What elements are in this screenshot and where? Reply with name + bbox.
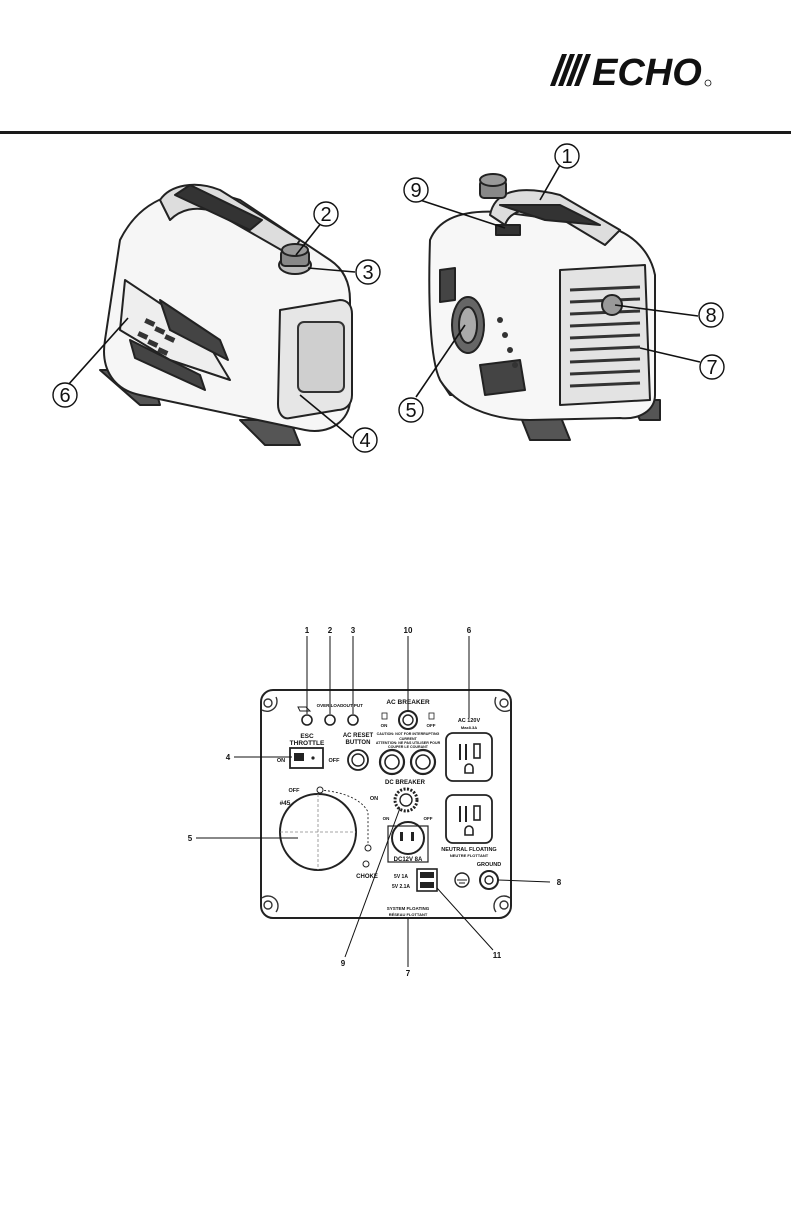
- brand-name: ECHO: [592, 52, 702, 90]
- ac-reset-label-1: AC RESET: [343, 733, 374, 739]
- svg-text:7: 7: [706, 357, 717, 379]
- choke-label: CHOKE: [356, 874, 378, 880]
- panel-callout-11: 11: [493, 951, 502, 960]
- callout-7: 7: [699, 354, 725, 380]
- ac-breaker-off-label: OFF: [427, 723, 436, 728]
- panel-callout-7: 7: [406, 969, 411, 978]
- ac-reset-label-2: BUTTON: [346, 740, 371, 746]
- svg-text:9: 9: [410, 180, 421, 202]
- echo-logo: ECHO: [550, 52, 712, 90]
- callout-2: 2: [313, 201, 339, 227]
- esc-label: ESC: [300, 733, 314, 740]
- callout-5: 5: [398, 397, 424, 423]
- panel-callout-5: 5: [188, 834, 193, 843]
- dc-off-label: OFF: [424, 816, 433, 821]
- neutral-floating-label: NEUTRAL FLOATING: [441, 847, 496, 853]
- ground-label: GROUND: [477, 862, 501, 868]
- figure1-callouts: 1 2 3 4 5 6 7 8 9: [52, 143, 725, 453]
- callout-8: 8: [698, 302, 724, 328]
- ground-terminal[interactable]: [479, 870, 499, 890]
- reseau-flottant-label: RÉSEAU FLOTTANT: [389, 912, 428, 917]
- caution-text-2: CURRENT: [399, 737, 417, 741]
- callout-1: 1: [554, 143, 580, 169]
- choke-on-label: ON: [370, 796, 378, 802]
- ac-120v-label: AC 120V: [458, 718, 481, 724]
- esc-off-label: OFF: [329, 758, 341, 764]
- ac-breaker-on-label: ON: [381, 723, 388, 728]
- generator-exterior-figure: 1 2 3 4 5 6 7 8 9: [52, 143, 725, 453]
- svg-text:8: 8: [705, 305, 716, 327]
- dc-breaker-knob[interactable]: [393, 787, 419, 813]
- parallel-terminal-left[interactable]: [378, 748, 406, 776]
- usb-1a-label: 5V 1A: [394, 874, 408, 880]
- dc-on-label: ON: [383, 816, 390, 821]
- usb-ports[interactable]: [416, 868, 438, 892]
- callout-6: 6: [52, 382, 78, 408]
- ground-symbol-icon: [454, 872, 470, 888]
- panel-callout-10: 10: [404, 626, 413, 635]
- panel-callout-4: 4: [226, 753, 231, 762]
- ac-outlet-bottom[interactable]: [445, 794, 493, 844]
- ac-max-label: Max8.3A: [461, 725, 477, 730]
- panel-callout-2: 2: [328, 626, 333, 635]
- header-rule: [0, 131, 791, 134]
- choke-knob[interactable]: [279, 793, 357, 871]
- parallel-terminal-right[interactable]: [409, 748, 437, 776]
- callout-9: 9: [403, 177, 429, 203]
- throttle-label: THROTTLE: [290, 740, 325, 747]
- esc-on-label: ON: [277, 758, 285, 764]
- system-floating-label: SYSTEM FLOATING: [387, 906, 430, 911]
- oil-indicator-lamp: [297, 706, 313, 726]
- caution-text-3: ATTENTION: NE PAS UTILISER POUR: [376, 741, 441, 745]
- figure1-leaders: [67, 164, 701, 439]
- panel-callout-3: 3: [351, 626, 356, 635]
- svg-text:3: 3: [362, 262, 373, 284]
- svg-text:6: 6: [59, 385, 70, 407]
- dc-breaker-label: DC BREAKER: [385, 780, 426, 786]
- ac-outlet-top[interactable]: [445, 732, 493, 782]
- callout-3: 3: [355, 259, 381, 285]
- generator-left-view: [99, 183, 353, 446]
- dc-outlet[interactable]: [387, 821, 429, 863]
- panel-screws: [261, 696, 511, 913]
- callout-4: 4: [352, 427, 378, 453]
- panel-callout-6: 6: [467, 626, 472, 635]
- esc-throttle-switch[interactable]: [289, 747, 324, 769]
- ac-reset-button[interactable]: [347, 749, 369, 771]
- figure2-leaders: [196, 636, 551, 967]
- svg-text:1: 1: [561, 146, 572, 168]
- figure2-callouts: 1 2 3 10 6 4 5 8 9 7 11: [188, 626, 562, 978]
- panel-callout-9: 9: [341, 959, 346, 968]
- dc-12v-label: DC12V 8A: [394, 857, 423, 863]
- usb-2a-label: 5V 2.1A: [392, 884, 410, 890]
- caution-text-1: CAUTION: NOT FOR INTERRUPTING: [377, 732, 440, 736]
- svg-text:5: 5: [405, 400, 416, 422]
- svg-text:2: 2: [320, 204, 331, 226]
- choke-off-label: OFF: [289, 788, 301, 794]
- svg-text:4: 4: [359, 430, 370, 452]
- panel-callout-1: 1: [305, 626, 310, 635]
- caution-text-4: COUPER LE COURANT: [388, 745, 429, 749]
- generator-right-view: [428, 173, 661, 441]
- panel-callout-8: 8: [557, 878, 562, 887]
- neutre-flottant-label: NEUTRE FLOTTANT: [450, 853, 489, 858]
- ac-breaker-knob[interactable]: [398, 710, 418, 730]
- knob-mark-label: #45: [280, 800, 291, 807]
